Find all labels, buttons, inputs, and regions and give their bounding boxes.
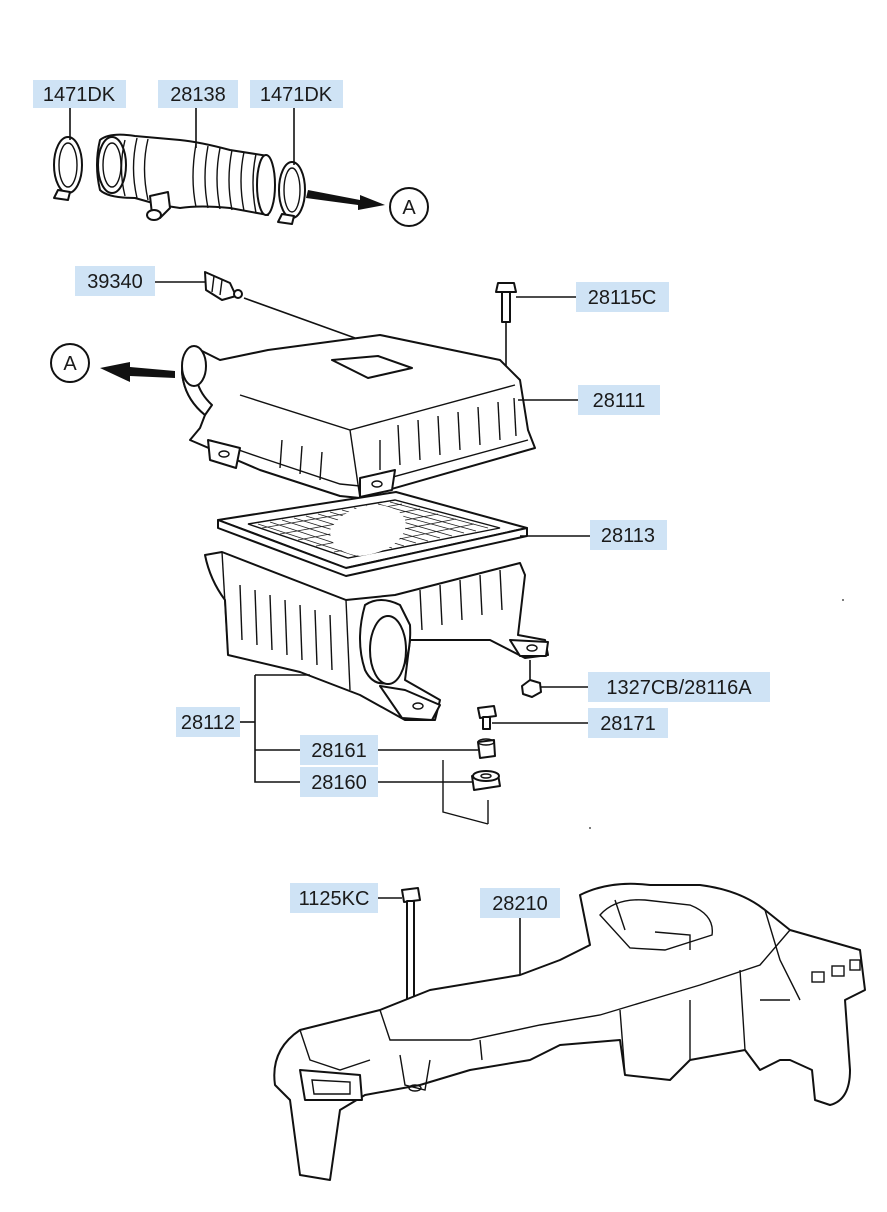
ref-circle-a-left: A <box>50 343 90 383</box>
svg-text:28210: 28210 <box>492 893 548 915</box>
clamp-right <box>277 161 306 225</box>
label-28161: 28161 <box>300 735 378 765</box>
air-cleaner-cover-28111 <box>181 334 536 499</box>
svg-text:28111: 28111 <box>593 390 646 412</box>
label-39340: 39340 <box>75 266 155 296</box>
sensor-39340 <box>204 271 243 301</box>
air-duct-28210 <box>273 882 866 1181</box>
label-28115c: 28115C <box>576 282 669 312</box>
collar-28161 <box>477 738 496 759</box>
ref-a-top-text: A <box>402 197 416 219</box>
label-28138: 28138 <box>158 80 238 108</box>
svg-text:1125KC: 1125KC <box>299 888 370 910</box>
svg-text:28113: 28113 <box>601 525 655 547</box>
label-1471dk-right: 1471DK <box>250 80 343 108</box>
svg-text:1327CB/28116A: 1327CB/28116A <box>606 677 752 699</box>
label-1125kc: 1125KC <box>290 883 378 913</box>
ref-a-left-text: A <box>63 353 77 375</box>
label-28112: 28112 <box>176 707 240 737</box>
bolt-1125kc <box>401 887 421 1082</box>
svg-text:28112: 28112 <box>181 712 235 734</box>
svg-text:39340: 39340 <box>87 271 143 293</box>
label-1327cb-28116a: 1327CB/28116A <box>588 672 770 702</box>
svg-text:28115C: 28115C <box>588 287 657 309</box>
svg-text:28161: 28161 <box>311 740 367 762</box>
grommet-28160 <box>471 770 501 791</box>
clamp-left <box>53 136 83 201</box>
arrow-to-a-top <box>306 190 385 210</box>
label-28113: 28113 <box>590 520 667 550</box>
label-1471dk-left: 1471DK <box>33 80 126 108</box>
svg-text:1471DK: 1471DK <box>43 84 116 106</box>
bolt-28115c <box>495 282 517 323</box>
svg-text:28138: 28138 <box>170 84 226 106</box>
arrow-from-a-left <box>100 362 175 382</box>
label-28210: 28210 <box>480 888 560 918</box>
svg-text:28171: 28171 <box>600 713 656 735</box>
label-28111: 28111 <box>578 385 660 415</box>
nut-1327cb <box>521 679 542 698</box>
intake-hose-28138 <box>96 133 276 221</box>
bolt-28171 <box>477 705 497 730</box>
ref-circle-a-top: A <box>389 187 429 227</box>
air-cleaner-body-28112 <box>204 551 549 721</box>
svg-text:1471DK: 1471DK <box>260 84 333 106</box>
label-28171: 28171 <box>588 708 668 738</box>
svg-text:28160: 28160 <box>311 772 367 794</box>
label-28160: 28160 <box>300 767 378 797</box>
filter-element-28113 <box>217 491 528 577</box>
